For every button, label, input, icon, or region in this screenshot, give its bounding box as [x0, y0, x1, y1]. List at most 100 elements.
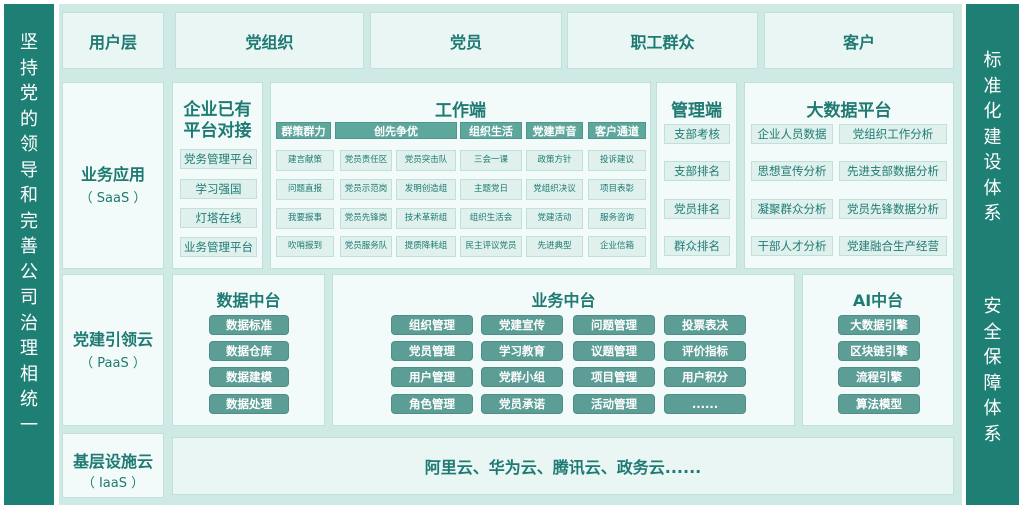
enterprise-item: 学习强国	[180, 179, 257, 199]
pillar-char: 体	[983, 398, 1002, 419]
right-pillar-text-standardization: 标准化建设体系	[966, 48, 1019, 227]
work-item: 投诉建议	[588, 150, 646, 171]
bigdata-panel: 大数据平台 企业人员数据 党组织工作分析 思想宣传分析 先进支部数据分析 凝聚群…	[744, 82, 954, 269]
work-item: 党员示范岗	[340, 179, 392, 200]
paas-label-panel: 党建引领云 （ PaaS ）	[62, 274, 164, 426]
pillar-char: 安	[983, 296, 1002, 317]
manage-title: 管理端	[671, 101, 722, 121]
user-layer-item: 党员	[370, 12, 562, 69]
work-item: 建言献策	[276, 150, 334, 171]
data-center-item: 数据建模	[209, 367, 289, 387]
data-center-item: 数据仓库	[209, 341, 289, 361]
enterprise-panel: 企业已有 平台对接 党务管理平台 学习强国 灯塔在线 业务管理平台	[172, 82, 263, 269]
ai-center-item: 大数据引擎	[838, 315, 920, 335]
pillar-char: 公	[20, 261, 38, 283]
saas-sub: （ SaaS ）	[79, 191, 147, 206]
business-center-item: 议题管理	[573, 341, 655, 361]
pillar-char: 理	[20, 338, 38, 359]
pillar-char: 统	[20, 389, 38, 410]
bigdata-item: 干部人才分析	[751, 236, 833, 256]
data-center-panel: 数据中台 数据标准 数据仓库 数据建模 数据处理	[172, 274, 325, 426]
pillar-char: 系	[983, 423, 1002, 445]
work-item: 吹哨报到	[276, 236, 334, 257]
work-item: 我要报事	[276, 208, 334, 229]
pillar-char: 标	[983, 50, 1002, 71]
pillar-char: 体	[983, 177, 1002, 199]
data-center-item: 数据标准	[209, 315, 289, 335]
bigdata-title: 大数据平台	[806, 101, 892, 121]
data-center-item: 数据处理	[209, 394, 289, 414]
paas-sub: （ PaaS ）	[80, 356, 146, 371]
business-center-item: 学习教育	[481, 341, 563, 361]
manage-item: 群众排名	[664, 236, 730, 256]
saas-label-panel: 业务应用 （ SaaS ）	[62, 82, 164, 269]
pillar-char: 化	[983, 101, 1002, 122]
ai-center-item: 区块链引擎	[838, 341, 920, 361]
business-center-item: 角色管理	[391, 394, 473, 414]
work-item: 技术革新组	[396, 208, 456, 229]
pillar-char: 党	[20, 83, 38, 104]
bigdata-item: 党员先锋数据分析	[839, 199, 947, 219]
bigdata-item: 党组织工作分析	[839, 124, 947, 144]
pillar-char: 司	[20, 287, 38, 308]
business-center-item: 党员承诺	[481, 394, 563, 414]
enterprise-title-line1: 企业已有	[183, 100, 252, 120]
pillar-char: 善	[20, 236, 38, 257]
pillar-char: 全	[983, 321, 1002, 343]
iaas-sub: （ IaaS ）	[81, 476, 145, 491]
bigdata-item: 思想宣传分析	[751, 161, 833, 181]
bigdata-item: 企业人员数据	[751, 124, 833, 144]
iaas-label-panel: 基层设施云 （ IaaS ）	[62, 433, 164, 498]
work-item: 发明创造组	[396, 179, 456, 200]
pillar-char: 系	[983, 203, 1002, 224]
business-center-item: 党群小组	[481, 367, 563, 387]
work-tab: 群策群力	[276, 122, 331, 139]
work-item: 企业信箱	[588, 236, 646, 257]
business-center-item: 评价指标	[664, 341, 746, 361]
work-item: 问题直报	[276, 179, 334, 200]
manage-panel: 管理端 支部考核 支部排名 党员排名 群众排名	[656, 82, 737, 269]
work-item: 党员责任区	[340, 150, 392, 171]
work-item: 党员先锋岗	[340, 208, 392, 229]
work-item: 党组织决议	[526, 179, 583, 200]
pillar-char: 持	[20, 57, 38, 79]
enterprise-item: 党务管理平台	[180, 149, 257, 169]
iaas-content: 阿里云、华为云、腾讯云、政务云......	[172, 437, 954, 495]
manage-item: 支部考核	[664, 124, 730, 144]
work-item: 提质降耗组	[396, 236, 456, 257]
business-center-item: 用户积分	[664, 367, 746, 387]
pillar-char: 和	[20, 185, 38, 206]
left-pillar-text: 坚持党的领导和完善公司治理相统一	[4, 30, 54, 438]
user-layer-item: 客户	[764, 12, 954, 69]
ai-center-item: 算法模型	[838, 394, 920, 414]
paas-label: 党建引领云	[72, 330, 153, 349]
business-center-item: 项目管理	[573, 367, 655, 387]
work-item: 先进典型	[526, 236, 583, 257]
work-item: 组织生活会	[460, 208, 522, 229]
work-item: 政策方针	[526, 150, 583, 171]
pillar-char: 保	[983, 347, 1002, 368]
work-item: 党员突击队	[396, 150, 456, 171]
work-item: 项目表彰	[588, 179, 646, 200]
data-center-title: 数据中台	[216, 291, 281, 310]
business-center-panel: 业务中台 组织管理党建宣传问题管理投票表决党员管理学习教育议题管理评价指标用户管…	[332, 274, 795, 426]
work-item: 服务咨询	[588, 208, 646, 229]
work-item: 主题党日	[460, 179, 522, 200]
enterprise-item: 灯塔在线	[180, 208, 257, 228]
business-center-item: ......	[664, 394, 746, 414]
saas-label: 业务应用	[80, 165, 145, 184]
pillar-char: 治	[20, 312, 38, 334]
left-pillar: 坚持党的领导和完善公司治理相统一	[4, 4, 54, 505]
work-item: 党建活动	[526, 208, 583, 229]
business-center-item: 党建宣传	[481, 315, 563, 335]
ai-center-title: AI中台	[852, 291, 904, 310]
manage-item: 党员排名	[664, 199, 730, 219]
user-layer-label: 用户层	[62, 12, 164, 69]
ai-center-item: 流程引擎	[838, 367, 920, 387]
pillar-char: 领	[20, 134, 38, 155]
business-center-item: 用户管理	[391, 367, 473, 387]
pillar-char: 准	[983, 75, 1002, 97]
pillar-char: 导	[20, 159, 38, 181]
business-center-item: 投票表决	[664, 315, 746, 335]
iaas-label: 基层设施云	[72, 452, 153, 471]
